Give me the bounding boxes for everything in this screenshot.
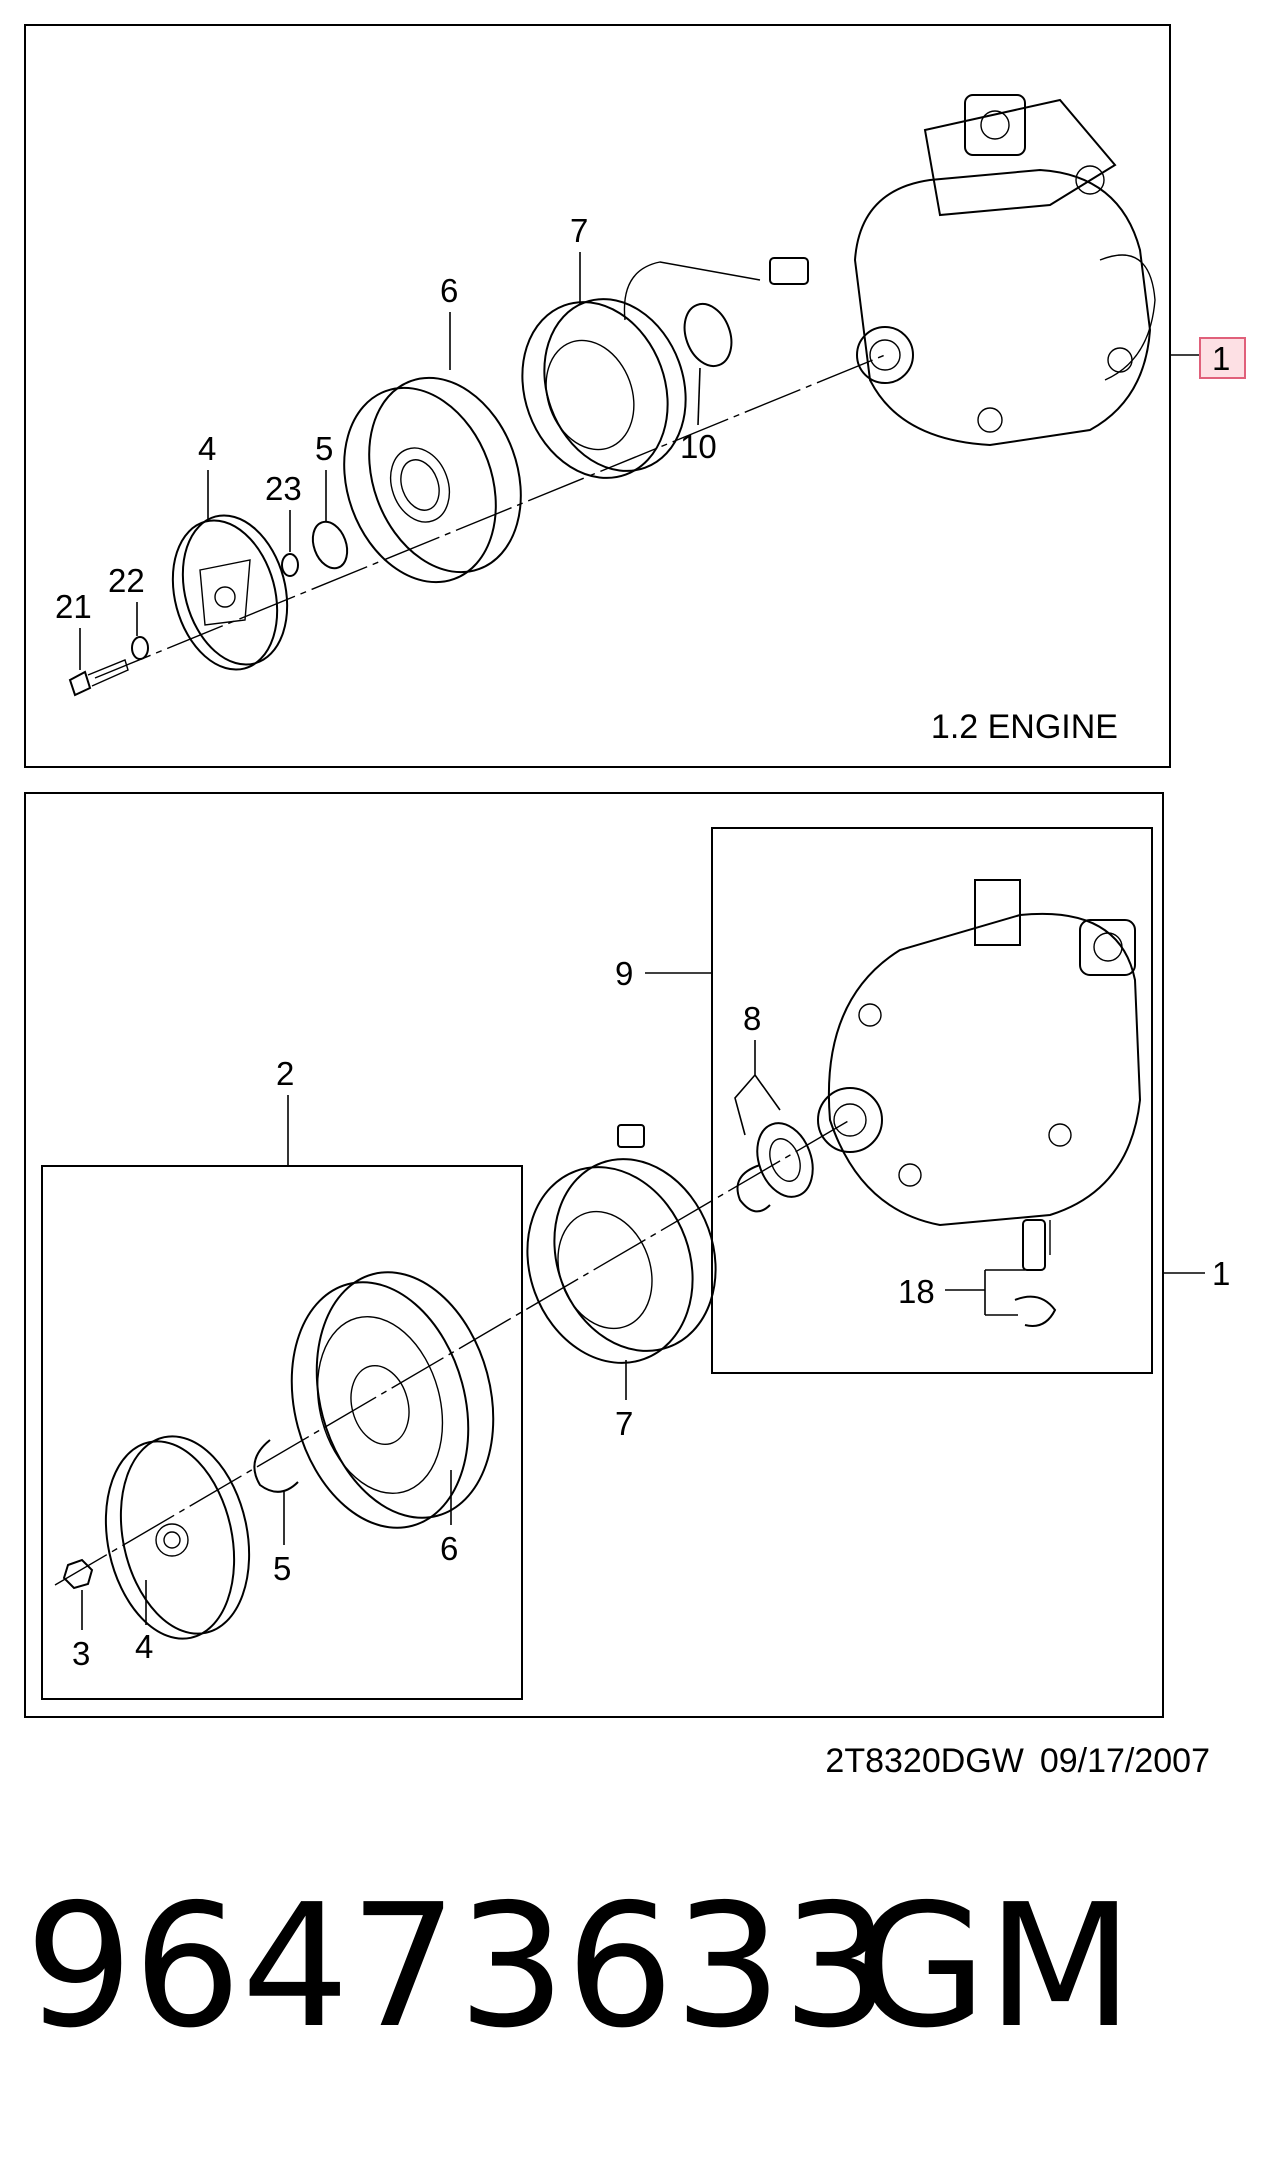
- part-brand: GM: [855, 1868, 1133, 2066]
- top-washer-drawing: [131, 636, 149, 660]
- top-snap-ring-drawing: [683, 303, 733, 367]
- bottom-snap-ring-drawing: [253, 1439, 299, 1493]
- top-bolt-drawing: [68, 659, 129, 697]
- top-callout-1-highlight: [1199, 337, 1246, 379]
- bottom-pulley-drawing: [290, 1271, 495, 1529]
- bottom-coil-drawing: [526, 1124, 717, 1364]
- bottom-nut-drawing: [62, 1558, 94, 1590]
- top-callout-7: 7: [570, 212, 588, 249]
- top-callout-6: 6: [440, 272, 458, 309]
- bottom-callout-7: 7: [615, 1405, 633, 1442]
- bottom-callout-9: 9: [615, 955, 633, 992]
- top-callout-21: 21: [55, 588, 92, 625]
- top-callout-1: 1: [1212, 340, 1230, 377]
- bottom-hub-plate-drawing: [104, 1435, 251, 1640]
- top-callout-5: 5: [315, 430, 333, 467]
- bottom-panel-frame: [24, 792, 1164, 1718]
- top-panel-caption: 1.2 ENGINE: [931, 708, 1118, 746]
- top-callout-4: 4: [198, 430, 216, 467]
- top-assembly-axis: [94, 354, 886, 679]
- top-callout-10: 10: [680, 428, 717, 465]
- bottom-callout-3: 3: [72, 1635, 90, 1672]
- part-number: 96473633: [25, 1868, 890, 2066]
- shaft-seal-drawing: [736, 1122, 814, 1213]
- bottom-callout-6: 6: [440, 1530, 458, 1567]
- bottom-callout-18: 18: [898, 1273, 935, 1310]
- top-hub-plate-drawing: [171, 514, 289, 671]
- relief-valve-drawing: [1014, 1295, 1057, 1327]
- top-snap-ring-5-drawing: [311, 520, 349, 570]
- top-pulley-drawing: [343, 376, 522, 584]
- top-panel-frame: [24, 24, 1171, 768]
- top-compressor-drawing: [853, 94, 1156, 447]
- bottom-callout-4: 4: [135, 1628, 153, 1665]
- bottom-callout-8: 8: [743, 1000, 761, 1037]
- bottom-assembly-axis: [54, 1119, 851, 1586]
- top-callout-22: 22: [108, 562, 145, 599]
- top-shim-drawing: [281, 553, 299, 577]
- bottom-callout-2: 2: [276, 1055, 294, 1092]
- compressor-subassembly-frame: [711, 827, 1153, 1374]
- bottom-compressor-drawing: [817, 879, 1142, 1271]
- top-coil-drawing: [521, 257, 809, 479]
- bottom-callout-1: 1: [1212, 1255, 1230, 1292]
- bottom-callout-5: 5: [273, 1550, 291, 1587]
- top-callout-23: 23: [265, 470, 302, 507]
- clutch-subassembly-frame: [41, 1165, 523, 1700]
